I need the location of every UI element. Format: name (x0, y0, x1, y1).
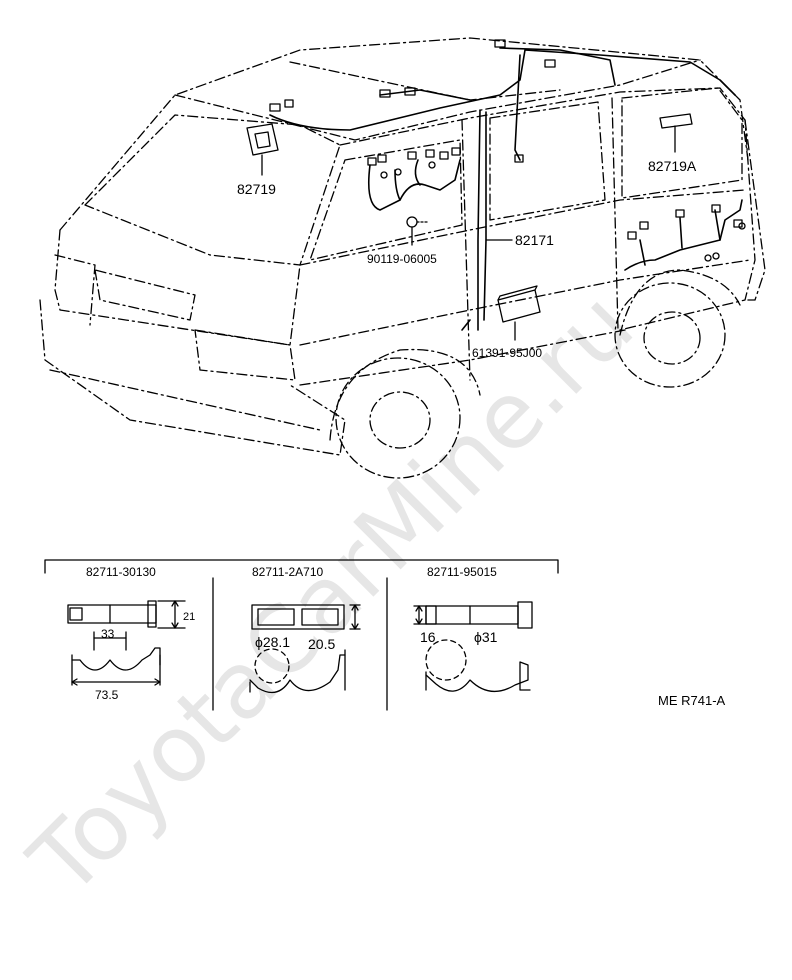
clamp-detail-2-labels: 82711-2A710 ϕ28.1 20.5 (252, 565, 335, 652)
callout-90119-06005: 90119-06005 (367, 252, 437, 266)
figure-code: ME R741-A (658, 693, 726, 708)
van-body (39, 37, 766, 479)
clamp-3-part-no: 82711-95015 (427, 565, 497, 579)
callout-61391-95j00: 61391-95J00 (472, 346, 542, 360)
clamp-3-dim-height: 16 (420, 629, 436, 645)
callout-labels: 82719 82719A 90119-06005 82171 61391-95J… (237, 158, 697, 360)
clamp-3-dim-diameter: ϕ31 (474, 629, 498, 645)
callout-82719a: 82719A (648, 158, 697, 174)
clamp-detail-3-labels: 82711-95015 16 ϕ31 (420, 565, 498, 645)
callout-82719: 82719 (237, 181, 276, 197)
clamp-82719-part (246, 123, 279, 176)
clamp-2-part-no: 82711-2A710 (252, 565, 324, 579)
protector-part (497, 285, 541, 341)
watermark-text: ToyotaCarMine.ru (9, 272, 654, 917)
clamp-detail-1-labels: 82711-30130 21 33 73.5 (86, 565, 195, 702)
harness-connectors (269, 39, 746, 262)
clamp-2-dim-diameter: ϕ28.1 (255, 634, 290, 650)
clamp-1-dim-width: 73.5 (95, 688, 119, 702)
clamp-detail-3 (413, 601, 533, 692)
clamp-1-dim-height: 21 (183, 611, 195, 623)
clamp-1-part-no: 82711-30130 (86, 565, 156, 579)
callout-82171: 82171 (515, 232, 554, 248)
clamp-2-dim-height: 20.5 (308, 636, 335, 652)
clamp-detail-2 (249, 604, 361, 694)
screw-part (406, 216, 428, 246)
clamp-detail-box (44, 559, 559, 711)
watermark: ToyotaCarMine.ru (9, 272, 654, 917)
clamp-detail-1 (67, 600, 186, 686)
clamp-1-dim-inner: 33 (101, 627, 115, 641)
clamp-82719a-part (659, 113, 693, 153)
